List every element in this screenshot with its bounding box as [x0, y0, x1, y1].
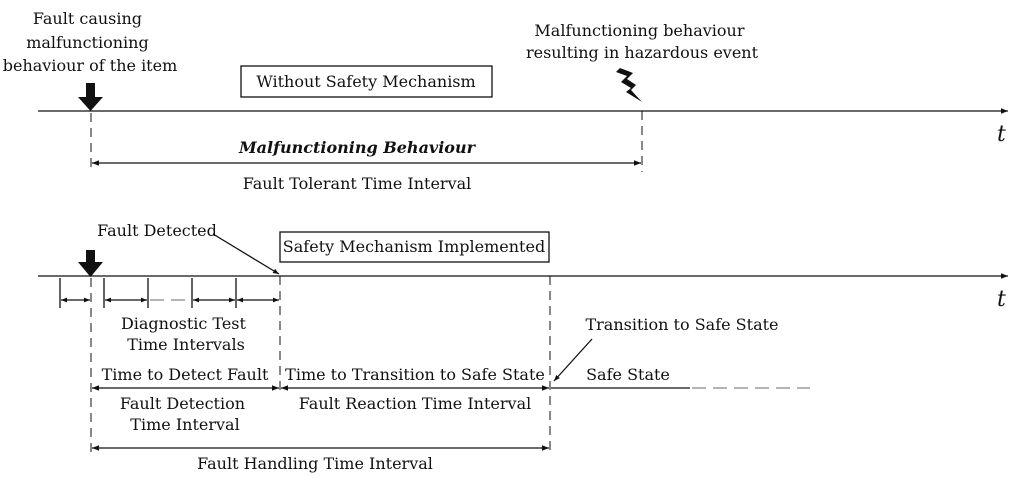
ftti-label: Fault Tolerant Time Interval: [243, 174, 472, 193]
fault-handling-interval-label: Fault Handling Time Interval: [197, 454, 433, 473]
bottom-axis-label: t: [997, 287, 1006, 312]
hazard-label: Malfunctioning behaviour resulting in ha…: [526, 21, 759, 62]
transition-to-safe-state-label: Transition to Safe State: [585, 315, 778, 334]
time-to-transition-label: Time to Transition to Safe State: [285, 365, 545, 384]
diagnostic-test-label: Diagnostic Test Time Intervals: [121, 314, 251, 354]
fault-detection-interval-label: Fault Detection Time Interval: [120, 394, 250, 434]
down-arrow-icon: [78, 83, 103, 111]
safety-mechanism-box: [279, 231, 550, 263]
time-to-detect-label: Time to Detect Fault: [102, 365, 269, 384]
without-safety-box: [240, 65, 493, 98]
safe-state-label: Safe State: [586, 365, 670, 384]
fault-cause-label: Fault causing malfunctioning behaviour o…: [3, 9, 178, 75]
safety-mechanism-label: Safety Mechanism Implemented: [283, 237, 545, 256]
top-axis-label: t: [997, 122, 1006, 147]
fault-reaction-interval-label: Fault Reaction Time Interval: [299, 394, 531, 413]
bottom-section: Fault Detected Safety Mechanism Implemen…: [38, 221, 1008, 473]
diagnostic-ticks: [59, 278, 237, 308]
fault-detected-pointer: [212, 233, 280, 275]
top-section: Fault causing malfunctioning behaviour o…: [3, 9, 1008, 193]
without-safety-label: Without Safety Mechanism: [256, 72, 475, 91]
fault-detected-label: Fault Detected: [97, 221, 217, 240]
malfunctioning-behaviour-label: Malfunctioning Behaviour: [238, 138, 477, 157]
transition-pointer: [553, 338, 593, 382]
lightning-icon: [616, 68, 642, 102]
down-arrow-icon: [78, 250, 103, 277]
